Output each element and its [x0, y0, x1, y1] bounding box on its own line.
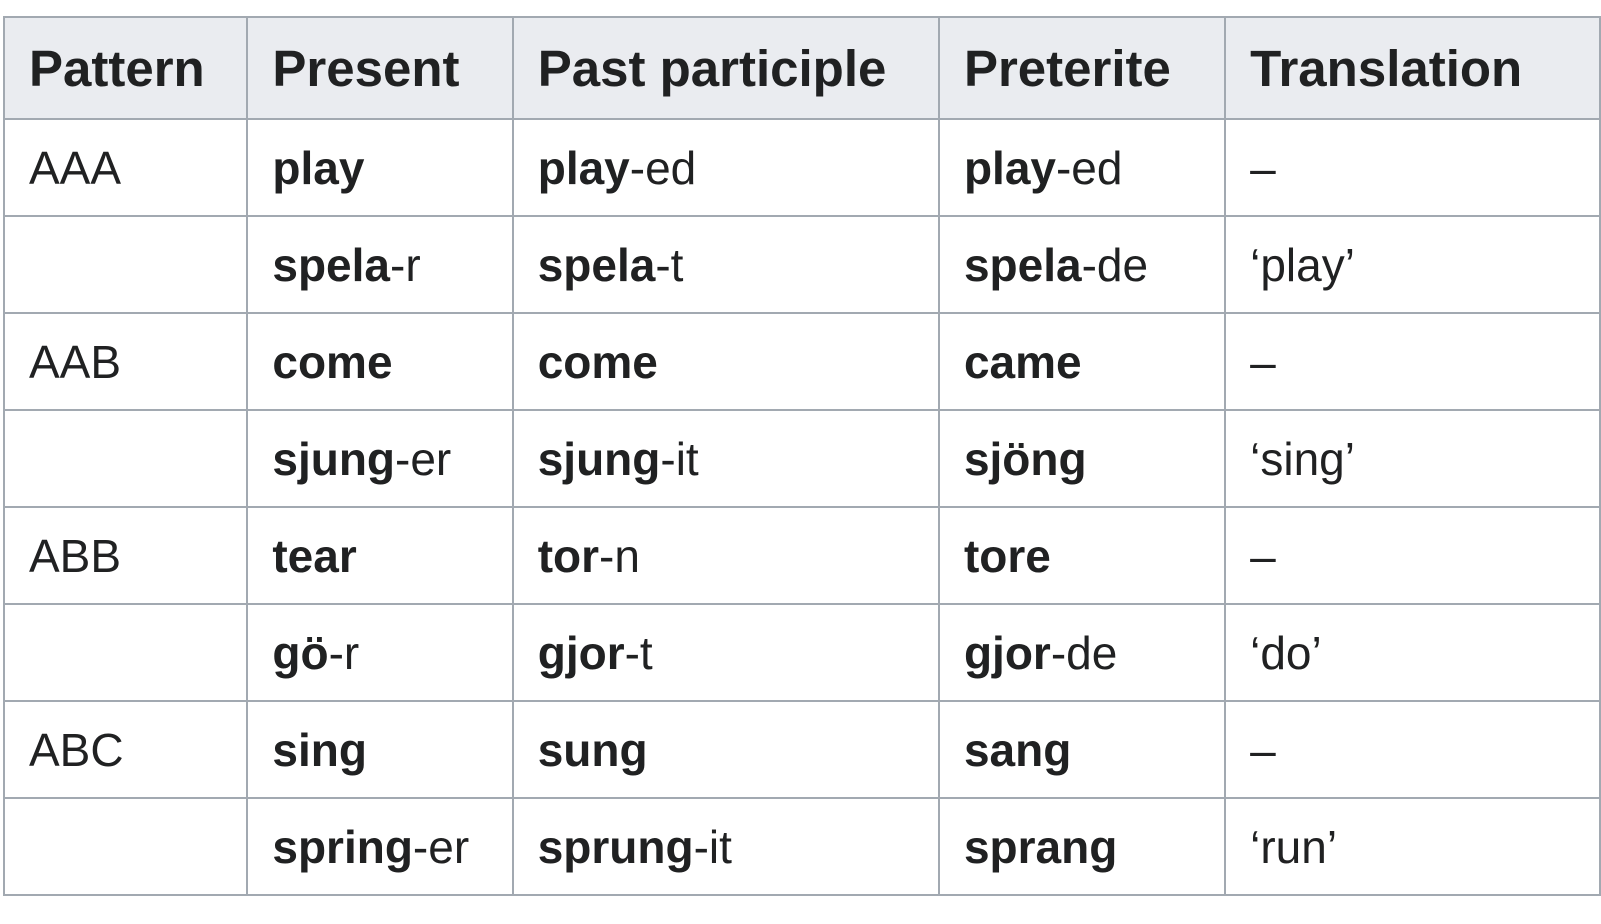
table-row: spring-er sprung-it sprang ‘run’	[2, 797, 1601, 896]
past-participle-cell: gjor-t	[511, 603, 940, 702]
present-stem: sing	[272, 723, 367, 776]
pattern-cell: ABC	[2, 700, 249, 799]
past-participle-stem: sjung	[537, 432, 661, 485]
present-cell: gö-r	[246, 603, 514, 702]
preterite-stem: spela	[963, 238, 1082, 291]
pattern-cell	[2, 409, 249, 508]
present-cell: tear	[246, 506, 514, 605]
preterite-stem: sjöng	[963, 432, 1087, 485]
present-cell: spela-r	[246, 215, 514, 314]
verb-patterns-table: Pattern Present Past participle Preterit…	[2, 16, 1601, 896]
past-participle-cell: play-ed	[511, 118, 940, 217]
table-row: AAA play play-ed play-ed –	[2, 118, 1601, 217]
translation-cell: ‘run’	[1224, 797, 1601, 896]
present-cell: play	[246, 118, 514, 217]
present-stem: gö	[272, 626, 329, 679]
preterite-stem: tore	[963, 529, 1051, 582]
preterite-cell: sprang	[937, 797, 1227, 896]
past-participle-suffix: -it	[660, 432, 699, 485]
preterite-suffix: -de	[1081, 238, 1149, 291]
present-cell: sjung-er	[246, 409, 514, 508]
past-participle-stem: sung	[537, 723, 648, 776]
preterite-cell: gjor-de	[937, 603, 1227, 702]
present-stem: spring	[272, 820, 413, 873]
past-participle-stem: tor	[537, 529, 600, 582]
translation-cell: –	[1224, 312, 1601, 411]
preterite-cell: spela-de	[937, 215, 1227, 314]
past-participle-stem: sprung	[537, 820, 694, 873]
pattern-cell	[2, 215, 249, 314]
header-present: Present	[246, 16, 514, 120]
past-participle-suffix: -it	[693, 820, 732, 873]
table-row: ABB tear tor-n tore –	[2, 506, 1601, 605]
present-cell: come	[246, 312, 514, 411]
preterite-stem: came	[963, 335, 1082, 388]
table-row: ABC sing sung sang –	[2, 700, 1601, 799]
preterite-stem: sprang	[963, 820, 1118, 873]
past-participle-suffix: -t	[655, 238, 684, 291]
translation-cell: ‘do’	[1224, 603, 1601, 702]
past-participle-cell: sjung-it	[511, 409, 940, 508]
pattern-cell: AAB	[2, 312, 249, 411]
translation-cell: ‘sing’	[1224, 409, 1601, 508]
present-suffix: -r	[390, 238, 421, 291]
pattern-cell	[2, 797, 249, 896]
past-participle-suffix: -ed	[629, 141, 697, 194]
present-stem: sjung	[272, 432, 396, 485]
preterite-cell: sjöng	[937, 409, 1227, 508]
past-participle-cell: tor-n	[511, 506, 940, 605]
past-participle-suffix: -t	[624, 626, 653, 679]
header-preterite: Preterite	[937, 16, 1227, 120]
past-participle-suffix: -n	[599, 529, 640, 582]
past-participle-stem: come	[537, 335, 658, 388]
preterite-cell: sang	[937, 700, 1227, 799]
present-stem: play	[272, 141, 365, 194]
pattern-cell	[2, 603, 249, 702]
past-participle-cell: spela-t	[511, 215, 940, 314]
header-pattern: Pattern	[2, 16, 249, 120]
past-participle-stem: spela	[537, 238, 656, 291]
past-participle-cell: sprung-it	[511, 797, 940, 896]
translation-cell: –	[1224, 700, 1601, 799]
present-suffix: -er	[395, 432, 452, 485]
present-stem: come	[272, 335, 393, 388]
present-suffix: -r	[328, 626, 360, 679]
pattern-cell: AAA	[2, 118, 249, 217]
preterite-stem: sang	[963, 723, 1072, 776]
header-past-participle: Past participle	[511, 16, 940, 120]
table-wrapper: Pattern Present Past participle Preterit…	[2, 16, 1601, 896]
preterite-stem: gjor	[963, 626, 1051, 679]
past-participle-stem: gjor	[537, 626, 625, 679]
table-row: spela-r spela-t spela-de ‘play’	[2, 215, 1601, 314]
present-cell: sing	[246, 700, 514, 799]
table-row: sjung-er sjung-it sjöng ‘sing’	[2, 409, 1601, 508]
translation-cell: –	[1224, 506, 1601, 605]
preterite-cell: came	[937, 312, 1227, 411]
past-participle-cell: sung	[511, 700, 940, 799]
preterite-cell: play-ed	[937, 118, 1227, 217]
header-row: Pattern Present Past participle Preterit…	[2, 16, 1601, 120]
present-cell: spring-er	[246, 797, 514, 896]
pattern-cell: ABB	[2, 506, 249, 605]
present-suffix: -er	[412, 820, 470, 873]
translation-cell: –	[1224, 118, 1601, 217]
preterite-cell: tore	[937, 506, 1227, 605]
present-stem: tear	[272, 529, 357, 582]
preterite-suffix: -ed	[1055, 141, 1123, 194]
translation-cell: ‘play’	[1224, 215, 1601, 314]
past-participle-cell: come	[511, 312, 940, 411]
preterite-stem: play	[963, 141, 1056, 194]
present-stem: spela	[272, 238, 390, 291]
table-row: AAB come come came –	[2, 312, 1601, 411]
preterite-suffix: -de	[1050, 626, 1118, 679]
table-row: gö-r gjor-t gjor-de ‘do’	[2, 603, 1601, 702]
past-participle-stem: play	[537, 141, 630, 194]
header-translation: Translation	[1224, 16, 1601, 120]
